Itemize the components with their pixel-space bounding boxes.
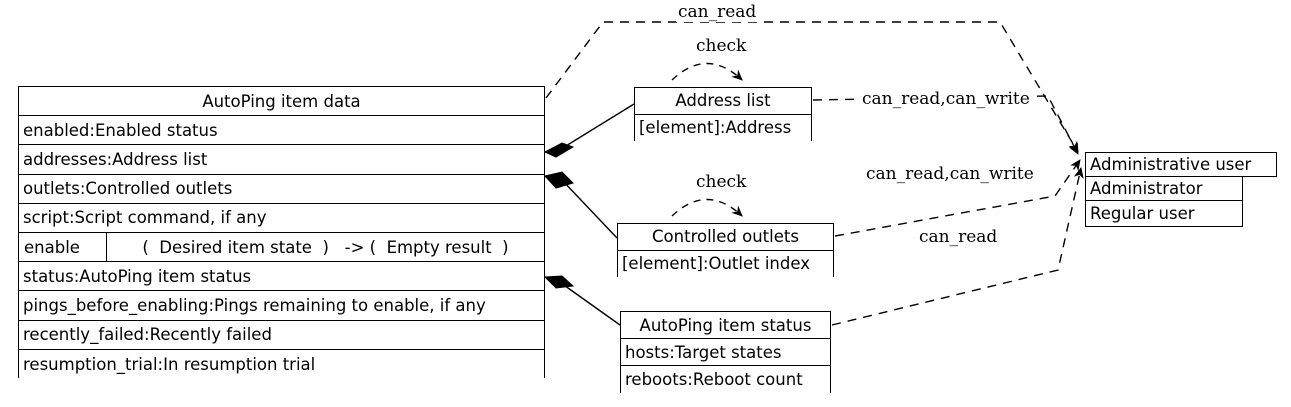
attribute-row-script: script:Script command, if any [19,203,544,233]
attribute-row-reboots: reboots:Reboot count [621,366,830,394]
attribute-row-address-element: [element]:Address [635,114,811,142]
composition-addresses [543,103,635,158]
class-box-controlled-outlets[interactable]: Controlled outlets [element]:Outlet inde… [617,223,834,278]
edge-label-can-read-can-write-top: can_read,can_write [860,89,1032,109]
class-title-autoping-item-data: AutoPing item data [19,87,544,117]
edge-label-can-read-top: can_read [676,2,759,22]
attribute-row-recently-failed: recently_failed:Recently failed [19,320,544,350]
edge-label-check-controlled-outlets: check [694,172,749,192]
attribute-row-outlet-element: [element]:Outlet index [618,250,833,278]
enum-row-administrator: Administrator [1086,177,1242,202]
edge-can-read-top [545,21,1079,153]
class-title-controlled-outlets: Controlled outlets [618,224,833,251]
edge-label-can-read-bottom: can_read [917,227,1000,247]
attribute-row-status: status:AutoPing item status [19,262,544,292]
attribute-row-outlets: outlets:Controlled outlets [19,174,544,204]
class-title-administrative-user: Administrative user [1086,153,1276,176]
composition-outlets [544,171,618,239]
class-body-administrative-user[interactable]: Administrator Regular user [1085,177,1243,227]
enum-row-regular-user: Regular user [1086,201,1242,226]
composition-status [543,275,621,326]
attribute-row-addresses: addresses:Address list [19,145,544,175]
attribute-row-hosts: hosts:Target states [621,339,830,367]
class-box-autoping-item-status[interactable]: AutoPing item status hosts:Target states… [620,311,831,394]
edge-label-check-address-list: check [694,36,749,56]
class-box-autoping-item-data[interactable]: AutoPing item data enabled:Enabled statu… [18,86,545,379]
attribute-row-resumption-trial: resumption_trial:In resumption trial [19,349,544,379]
method-name-enable: enable [19,232,107,262]
class-title-address-list: Address list [635,88,811,115]
class-box-administrative-user[interactable]: Administrative user [1085,152,1277,177]
class-title-autoping-item-status: AutoPing item status [621,312,830,340]
edge-label-can-read-can-write-mid: can_read,can_write [864,164,1036,184]
method-row-enable: enable ( Desired item state ) -> ( Empty… [19,232,544,263]
attribute-row-pings-before-enabling: pings_before_enabling:Pings remaining to… [19,291,544,321]
edge-check-controlled-outlets [671,198,743,217]
attribute-row-enabled: enabled:Enabled status [19,116,544,146]
edge-check-address-list [671,62,743,81]
class-box-address-list[interactable]: Address list [element]:Address [634,87,812,142]
method-signature-enable: ( Desired item state ) -> ( Empty result… [142,237,509,257]
